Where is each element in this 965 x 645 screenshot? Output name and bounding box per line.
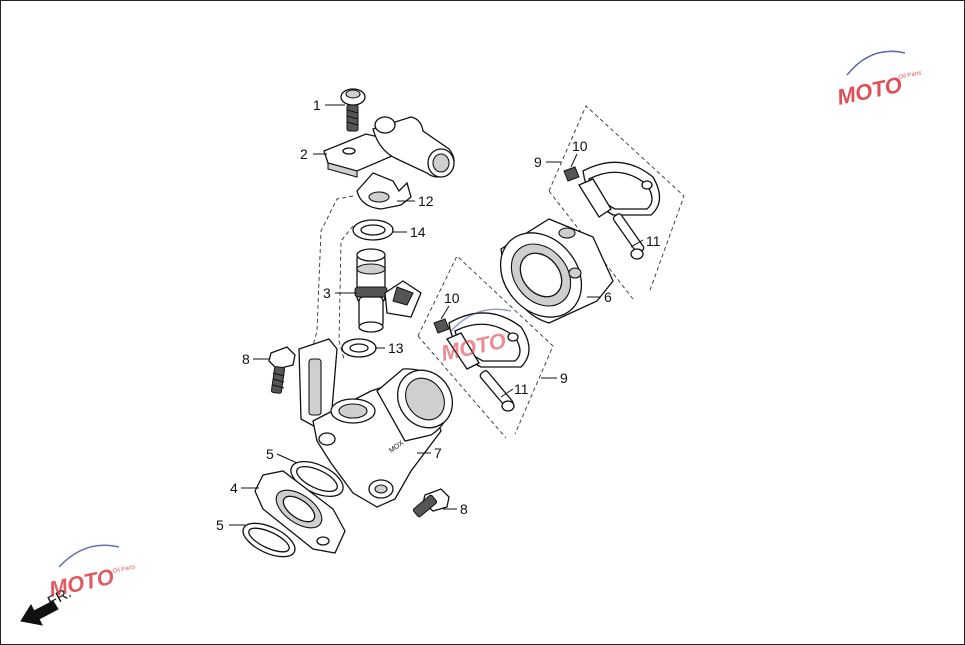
callout-10-upper: 10 — [572, 138, 588, 154]
callout-11-upper: 11 — [646, 233, 661, 249]
callout-3: 3 — [323, 285, 331, 301]
callout-labels: 1 2 3 4 5 5 6 7 8 8 9 9 10 10 11 11 12 1… — [216, 97, 661, 533]
callout-14: 14 — [410, 224, 426, 240]
watermark-swoosh-icon — [846, 50, 906, 76]
callout-8-right: 8 — [460, 501, 468, 517]
part-2-bracket — [323, 116, 455, 178]
callout-8-left: 8 — [242, 351, 250, 367]
callout-2: 2 — [300, 146, 308, 162]
part-4-insulator — [254, 470, 346, 554]
callout-10-lower: 10 — [444, 290, 460, 306]
part-3-injector — [354, 248, 422, 333]
callout-5-upper: 5 — [266, 446, 274, 462]
part-9-clamp-lower — [446, 312, 530, 370]
part-10-nut-upper — [563, 166, 580, 182]
part-7-manifold: MOX — [298, 338, 454, 508]
part-5-gasket-lower — [242, 522, 296, 558]
part-8-bolt-left — [268, 346, 296, 394]
assembly-guide-lines — [312, 105, 685, 439]
callout-7: 7 — [434, 445, 442, 461]
part-11-screw-upper — [612, 213, 645, 260]
part-12-clip — [356, 172, 412, 210]
callout-5-lower: 5 — [216, 517, 224, 533]
part-1-bolt — [340, 88, 366, 132]
callout-leaders — [229, 104, 644, 526]
callout-1: 1 — [313, 97, 321, 113]
part-8-bolt-right — [412, 488, 450, 518]
callout-12: 12 — [418, 193, 434, 209]
callout-4: 4 — [230, 480, 238, 496]
watermark-bottom-left: MOTO Oil Parts — [47, 544, 136, 602]
watermark-tagline: Oil Parts — [898, 70, 922, 81]
part-6-intake-boot — [499, 218, 614, 324]
watermark-swoosh-icon — [58, 544, 120, 568]
watermark-brand: MOTO — [835, 72, 904, 110]
part-13-seal — [341, 338, 377, 358]
watermark-brand: MOTO — [47, 564, 116, 602]
watermark-top-right: MOTO Oil Parts — [835, 50, 922, 110]
part-10-nut-lower — [433, 318, 450, 334]
callout-13: 13 — [388, 340, 404, 356]
part-14-oring — [352, 219, 394, 241]
watermark-swoosh-icon — [450, 308, 512, 332]
callout-11-lower: 11 — [514, 381, 529, 397]
callout-6: 6 — [604, 289, 612, 305]
part-11-screw-lower — [479, 370, 515, 412]
watermark-tagline: Oil Parts — [112, 564, 136, 575]
front-arrow-icon — [20, 600, 59, 626]
callout-9-upper: 9 — [534, 154, 542, 170]
callout-9-lower: 9 — [560, 370, 568, 386]
part-9-clamp-upper — [578, 161, 661, 218]
